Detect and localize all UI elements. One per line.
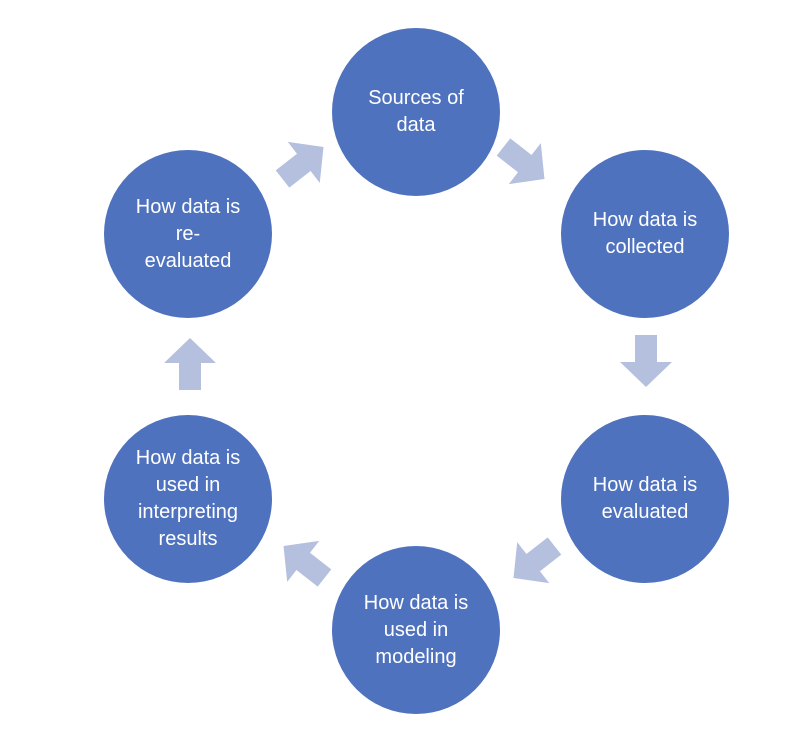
node-how-data-is-used-in-modeling: How data is used in modeling	[332, 546, 500, 714]
node-how-data-is-re-evaluated: How data is re- evaluated	[104, 150, 272, 318]
node-label: How data is re- evaluated	[135, 195, 241, 272]
node-label: How data is evaluated	[592, 474, 698, 523]
block-arrow-icon	[620, 335, 672, 387]
block-arrow-icon	[283, 540, 332, 587]
block-arrow-icon	[275, 141, 324, 188]
node-label: How data is collected	[592, 209, 698, 258]
block-arrow-icon	[513, 537, 562, 584]
node-how-data-is-evaluated: How data is evaluated	[561, 415, 729, 583]
node-sources-of-data: Sources of data	[332, 28, 500, 196]
node-how-data-is-used-in-interpreting-results: How data is used in interpreting results	[104, 415, 272, 583]
block-arrow-icon	[164, 338, 216, 390]
node-label: How data is used in interpreting results	[135, 447, 241, 550]
node-label: Sources of data	[368, 87, 464, 136]
node-label: How data is used in modeling	[363, 591, 469, 668]
node-how-data-is-collected: How data is collected	[561, 150, 729, 318]
block-arrow-icon	[496, 138, 545, 185]
